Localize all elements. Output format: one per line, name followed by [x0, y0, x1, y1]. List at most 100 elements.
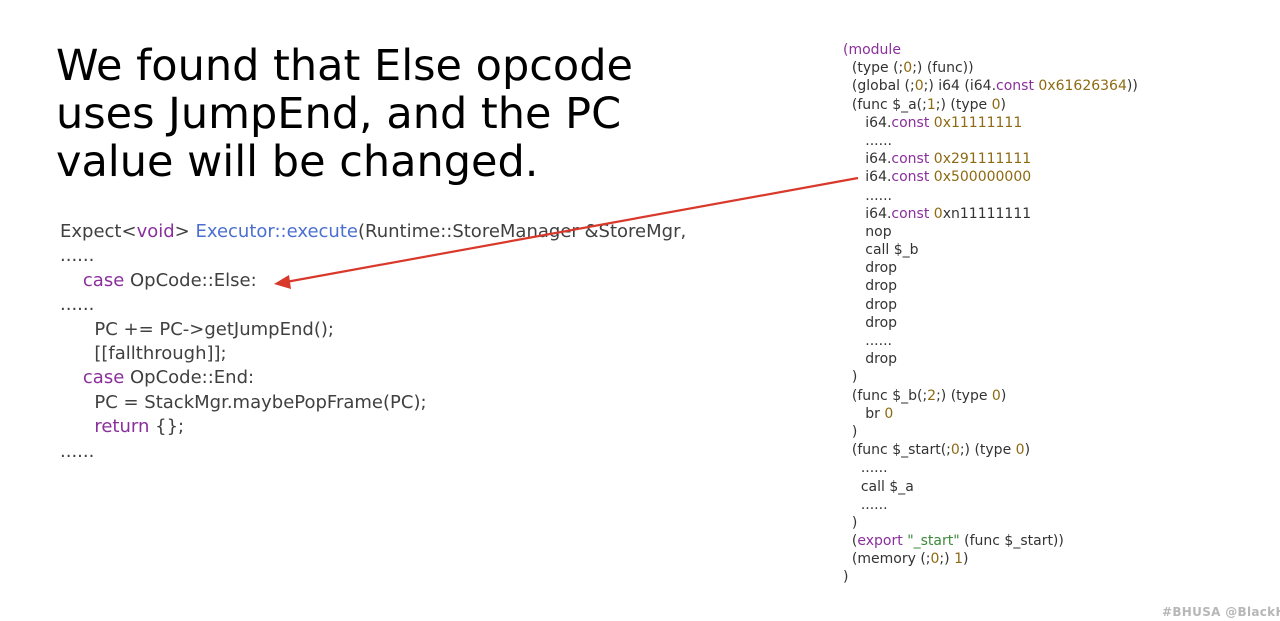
- cpp-code-line: case OpCode::End:: [60, 366, 686, 390]
- wasm-code-line: i64.const 0x500000000: [843, 168, 1138, 186]
- indent: [843, 497, 861, 513]
- code-token-number: 0x500000000: [933, 169, 1032, 186]
- footer-hashtag: #BHUSA @BlackHatEvents: [1162, 605, 1280, 619]
- indent: [843, 224, 865, 240]
- indent: [843, 206, 865, 222]
- code-token-plain: xn11111111: [942, 205, 1032, 222]
- code-token-plain: OpCode::End:: [124, 367, 255, 389]
- wasm-code-line: ......: [843, 459, 1138, 477]
- code-token-plain: PC = StackMgr.maybePopFrame(PC);: [94, 391, 427, 413]
- code-token-number: 1: [954, 551, 963, 568]
- code-token-plain: (func $_b(;: [851, 387, 928, 404]
- code-token-plain: ;) (type: [935, 96, 992, 113]
- code-token-number: 0: [991, 387, 1001, 404]
- code-token-plain: ......: [865, 132, 892, 149]
- code-token-keyword: const: [891, 169, 930, 186]
- code-token-keyword: export: [857, 533, 903, 550]
- wasm-code-line: drop: [843, 277, 1138, 295]
- indent: [843, 388, 852, 404]
- code-token-plain: (Runtime::StoreManager &StoreMgr,: [357, 221, 687, 242]
- code-token-plain: ......: [865, 333, 892, 349]
- code-token-keyword: case: [82, 269, 125, 291]
- wasm-code-line: nop: [843, 223, 1138, 241]
- code-token-plain: (memory (;: [851, 551, 931, 568]
- wasm-code-line: (module: [843, 41, 1138, 59]
- indent: [843, 369, 852, 385]
- indent: [60, 270, 83, 291]
- code-token-number: 0: [903, 60, 913, 77]
- code-token-plain: OpCode::Else:: [124, 269, 257, 291]
- code-token-plain: i64.: [865, 151, 892, 168]
- wasm-code-line: ): [843, 568, 1138, 586]
- code-token-plain: ......: [60, 294, 95, 316]
- indent: [843, 278, 865, 294]
- code-token-keyword: return: [94, 416, 150, 438]
- wasm-code-line: ......: [843, 496, 1138, 514]
- wasm-code-line: drop: [843, 314, 1138, 332]
- wasm-code-line: i64.const 0x291111111: [843, 150, 1138, 168]
- code-token-string: "_start": [907, 533, 960, 550]
- code-token-plain: ......: [60, 440, 95, 462]
- code-token-plain: ......: [60, 245, 95, 267]
- code-token-plain: ;) (type: [936, 387, 992, 404]
- code-token-plain: (func $_start(;: [851, 442, 951, 459]
- wasm-code-line: ): [843, 514, 1138, 532]
- code-token-plain: drop: [865, 296, 898, 313]
- wasm-code-line: ): [843, 423, 1138, 441]
- code-token-number: 0: [884, 405, 894, 422]
- wasm-code-line: (memory (;0;) 1): [843, 550, 1138, 568]
- code-token-keyword: const: [996, 78, 1034, 95]
- wasm-code-line: br 0: [843, 405, 1138, 423]
- code-token-plain: ): [843, 569, 849, 586]
- wasm-code-block: (module (type (;0;) (func)) (global (;0;…: [843, 41, 1138, 587]
- indent: [843, 424, 852, 440]
- code-token-plain: ......: [860, 496, 888, 513]
- indent: [843, 442, 852, 458]
- code-token-keyword: const: [891, 151, 930, 168]
- indent: [843, 515, 852, 531]
- wasm-code-line: ......: [843, 332, 1138, 350]
- code-token-plain: (func $_start)): [959, 533, 1064, 550]
- code-token-plain: ): [851, 514, 858, 531]
- code-token-keyword: (module: [843, 42, 901, 58]
- code-token-plain: ): [851, 423, 858, 440]
- code-token-keyword: void: [136, 221, 175, 242]
- code-token-number: 2: [927, 387, 937, 404]
- code-token-plain: drop: [865, 314, 898, 331]
- title-line-3: value will be changed.: [56, 137, 539, 187]
- indent: [60, 319, 94, 340]
- indent: [843, 151, 865, 167]
- code-token-plain: ): [962, 551, 969, 568]
- code-token-plain: ;) (func)): [912, 60, 974, 77]
- indent: [843, 169, 865, 185]
- indent: [843, 333, 865, 349]
- indent: [843, 133, 865, 149]
- indent: [60, 343, 94, 364]
- code-token-number: 0: [991, 96, 1001, 113]
- cpp-code-line: return {};: [60, 415, 686, 439]
- code-token-plain: (type (;: [851, 60, 904, 77]
- title-line-1: We found that Else opcode: [56, 41, 633, 91]
- cpp-code-line: Expect<void> Executor::execute(Runtime::…: [60, 220, 686, 244]
- code-token-plain: ;): [939, 551, 955, 568]
- code-token-number: 0: [1015, 442, 1025, 459]
- code-token-plain: call $_b: [865, 242, 919, 259]
- code-token-plain: (global (;: [851, 78, 915, 95]
- indent: [843, 60, 852, 76]
- cpp-code-line: PC = StackMgr.maybePopFrame(PC);: [60, 391, 686, 415]
- code-token-plain: drop: [865, 351, 898, 368]
- wasm-code-line: call $_b: [843, 241, 1138, 259]
- indent: [843, 115, 865, 131]
- wasm-code-line: ): [843, 368, 1138, 386]
- indent: [60, 392, 94, 413]
- indent: [843, 78, 852, 94]
- indent: [843, 260, 865, 276]
- wasm-code-line: (func $_b(;2;) (type 0): [843, 387, 1138, 405]
- code-token-number: 0: [933, 205, 943, 222]
- code-token-plain: i64.: [865, 169, 892, 186]
- cpp-code-line: PC += PC->getJumpEnd();: [60, 318, 686, 342]
- code-token-plain: i64.: [865, 114, 892, 131]
- wasm-code-line: drop: [843, 350, 1138, 368]
- code-token-plain: i64.: [865, 205, 892, 222]
- code-token-plain: ......: [865, 187, 892, 204]
